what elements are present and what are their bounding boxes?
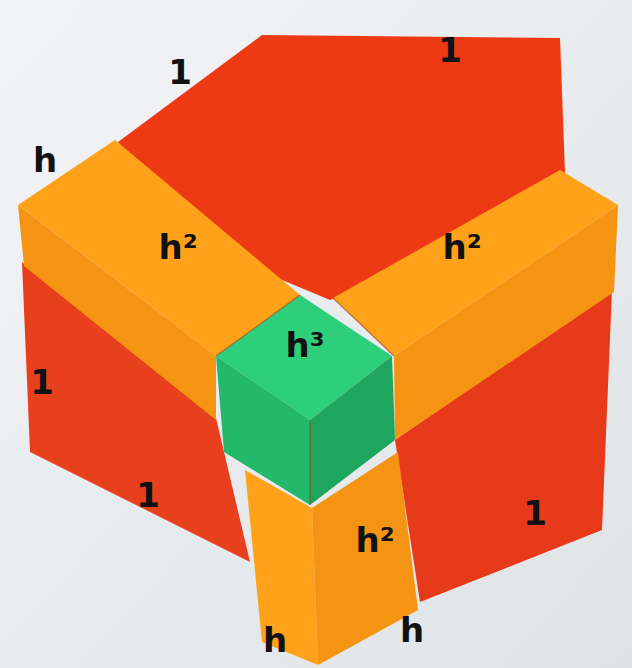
orange-bar-left	[245, 470, 318, 665]
dimension-label: h	[33, 143, 57, 177]
orange-bar-front	[18, 205, 216, 420]
dimension-label: h²	[355, 523, 394, 557]
dimension-label: 1	[168, 55, 192, 89]
dimension-label: h	[263, 623, 287, 657]
dimension-label: 1	[523, 496, 547, 530]
dimension-label: h²	[442, 230, 481, 264]
dimension-label: 1	[136, 478, 160, 512]
dimension-label: h	[400, 613, 424, 647]
dimension-label: h³	[285, 328, 324, 362]
dimension-label: 1	[30, 365, 54, 399]
fold-lines	[216, 295, 394, 505]
dimension-label: h²	[158, 230, 197, 264]
orange-bar-front	[394, 205, 618, 440]
dimension-label: 1	[438, 33, 462, 67]
